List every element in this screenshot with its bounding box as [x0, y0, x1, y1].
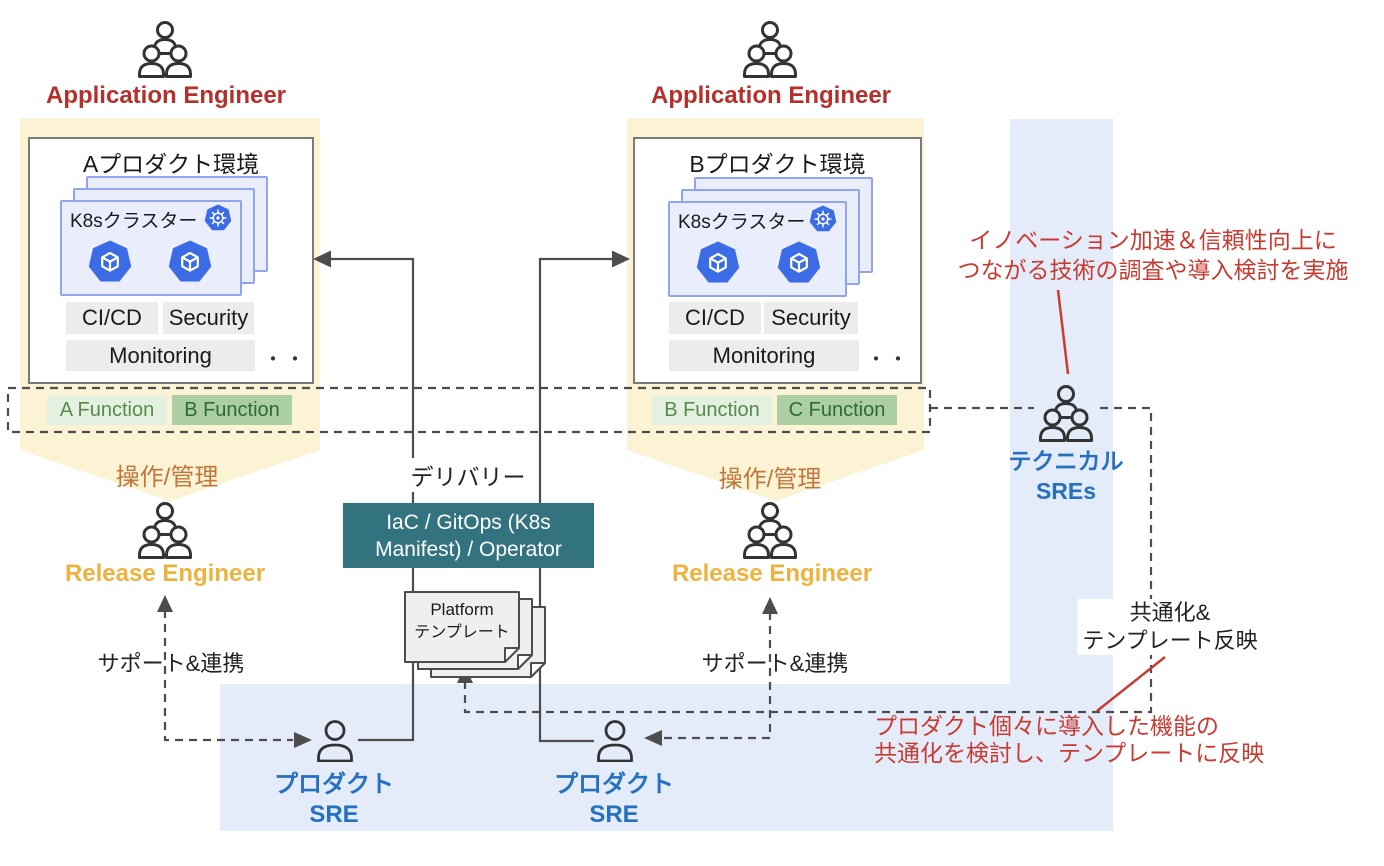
product-a-cicd-badge: CI/CD [66, 302, 158, 334]
product-a-title: Aプロダクト環境 [82, 151, 260, 177]
support-label-a: サポート&連携 [97, 651, 245, 676]
release-engineer-b-label: Release Engineer [671, 560, 873, 587]
application-engineer-b-icon [742, 20, 798, 78]
product-b-function-right: C Function [777, 395, 897, 425]
operate-manage-label-a: 操作/管理 [115, 464, 219, 491]
delivery-label: デリバリー [405, 458, 531, 492]
product-a-cluster-label: K8sクラスター [70, 211, 198, 232]
pod-icon [88, 240, 132, 284]
technical-sres-annotation: イノベーション加速＆信頼性向上に つながる技術の調査や導入検討を実施 [920, 225, 1384, 285]
support-label-b: サポート&連携 [701, 651, 849, 676]
release-engineer-b-icon [742, 501, 798, 559]
product-sre-2-line1: プロダクト [554, 771, 674, 798]
product-sre-2-icon [595, 720, 635, 762]
pod-icon [168, 240, 212, 284]
technical-sres-label: テクニカル SREs [1009, 446, 1124, 506]
product-a-security-badge: Security [163, 302, 254, 334]
product-sre-2-line2: SRE [589, 801, 639, 828]
product-b-cicd-badge: CI/CD [669, 302, 761, 334]
product-b-function-left: B Function [652, 395, 772, 425]
product-b-title: Bプロダクト環境 [689, 151, 866, 177]
technical-sres-line2: SREs [1035, 478, 1097, 504]
product-a-function-left: A Function [47, 395, 167, 425]
product-sre-1-line1: プロダクト [274, 771, 394, 798]
product-b-monitoring-badge: Monitoring [669, 340, 859, 371]
technical-sres-line1: テクニカル [1008, 448, 1124, 474]
iac-gitops-line1: IaC / GitOps (K8s [386, 510, 551, 534]
product-sre-2-label: プロダクト SRE [554, 770, 674, 830]
technical-sres-annotation-line1: イノベーション加速＆信頼性向上に [969, 227, 1337, 253]
product-a-monitoring-badge: Monitoring [66, 340, 255, 371]
kubernetes-icon [809, 205, 837, 233]
pod-icon [777, 241, 821, 285]
technical-sres-annotation-line2: つながる技術の調査や導入検討を実施 [957, 257, 1349, 283]
product-a-function-right: B Function [172, 395, 292, 425]
pod-icon [696, 241, 740, 285]
product-sre-1-line2: SRE [309, 801, 359, 828]
commonization-annotation-line2: 共通化を検討し、テンプレートに反映 [874, 740, 1265, 766]
application-engineer-a-icon [137, 20, 193, 78]
release-engineer-a-label: Release Engineer [64, 560, 266, 587]
application-engineer-a-label: Application Engineer [45, 82, 287, 109]
operate-manage-label-b: 操作/管理 [718, 466, 822, 493]
application-engineer-b-label: Application Engineer [650, 82, 892, 109]
platform-template-label: Platform テンプレート [405, 598, 519, 644]
commonization-line2: テンプレート反映 [1082, 628, 1258, 653]
commonization-line1: 共通化& [1129, 600, 1211, 625]
commonization-label: 共通化& テンプレート反映 [1077, 599, 1263, 655]
commonization-annotation: プロダクト個々に導入した機能の 共通化を検討し、テンプレートに反映 [874, 713, 1264, 767]
kubernetes-icon [204, 204, 232, 232]
product-b-cluster-label: K8sクラスター [678, 212, 806, 233]
iac-gitops-box: IaC / GitOps (K8s Manifest) / Operator [343, 503, 594, 568]
commonization-annotation-line1: プロダクト個々に導入した機能の [874, 713, 1219, 739]
platform-template-line1: Platform [430, 600, 494, 619]
platform-template-line2: テンプレート [414, 624, 510, 641]
product-sre-1-label: プロダクト SRE [274, 770, 394, 830]
more-dots: ・・ [866, 349, 910, 371]
technical-sres-icon [1038, 384, 1094, 442]
release-engineer-a-icon [137, 501, 193, 559]
iac-gitops-line2: Manifest) / Operator [375, 537, 562, 561]
more-dots: ・・ [263, 349, 307, 371]
product-b-security-badge: Security [764, 302, 858, 334]
product-sre-1-icon [315, 720, 355, 762]
